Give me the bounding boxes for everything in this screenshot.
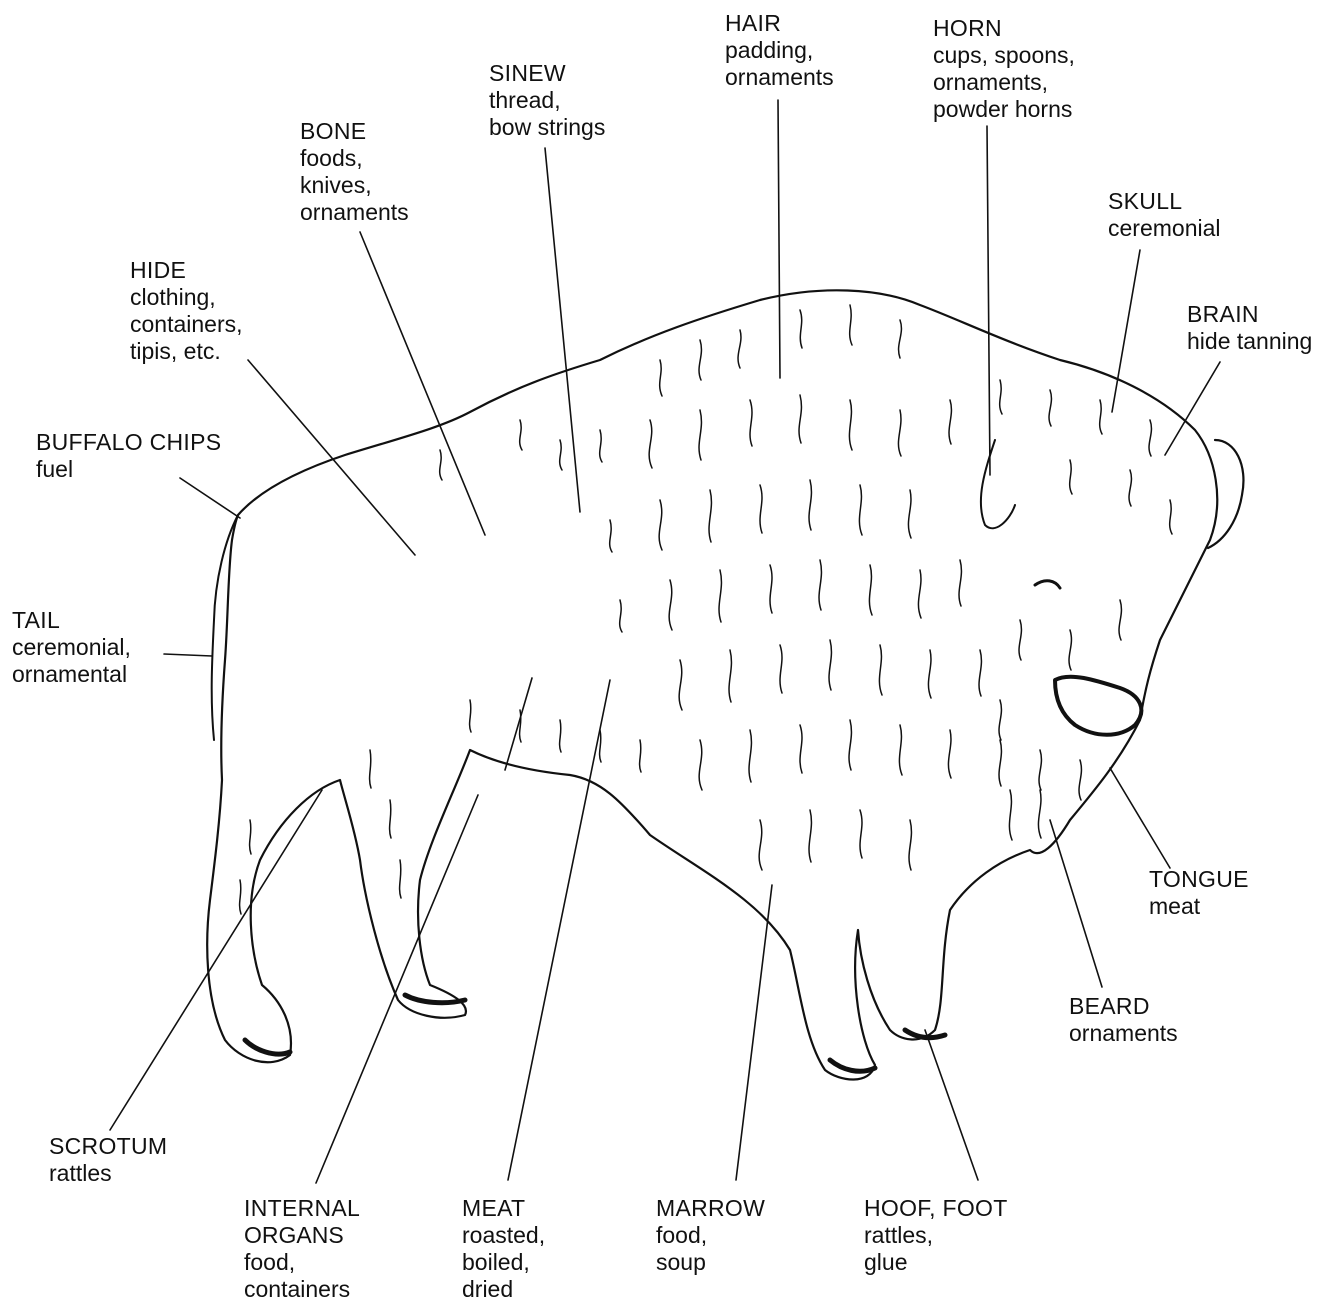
label-brain: BRAIN hide tanning xyxy=(1187,301,1312,355)
brain-use-1: hide tanning xyxy=(1187,328,1312,355)
horn-part-name: HORN xyxy=(933,15,1075,42)
sinew-part-name: SINEW xyxy=(489,60,605,87)
horn-use-2: ornaments, xyxy=(933,69,1075,96)
internal-organs-part-name: INTERNAL xyxy=(244,1195,360,1222)
label-horn: HORN cups, spoons, ornaments, powder hor… xyxy=(933,15,1075,123)
hide-use-2: containers, xyxy=(130,311,243,338)
near-horn-outline xyxy=(981,440,1015,528)
horn-use-3: powder horns xyxy=(933,96,1075,123)
tail-use-1: ceremonial, xyxy=(12,634,131,661)
hoof-foot-part-name: HOOF, FOOT xyxy=(864,1195,1008,1222)
sinew-use-1: thread, xyxy=(489,87,605,114)
meat-use-3: dried xyxy=(462,1276,545,1303)
label-bone: BONE foods, knives, ornaments xyxy=(300,118,409,226)
hide-use-3: tipis, etc. xyxy=(130,338,243,365)
internal-organs-use-1: food, xyxy=(244,1249,360,1276)
label-hide: HIDE clothing, containers, tipis, etc. xyxy=(130,257,243,365)
label-tongue: TONGUE meat xyxy=(1149,866,1249,920)
tongue-part-name: TONGUE xyxy=(1149,866,1249,893)
buffalo-chips-use-1: fuel xyxy=(36,456,221,483)
label-sinew: SINEW thread, bow strings xyxy=(489,60,605,141)
marrow-part-name: MARROW xyxy=(656,1195,765,1222)
horn-use-1: cups, spoons, xyxy=(933,42,1075,69)
muzzle xyxy=(1055,677,1141,735)
beard-use-1: ornaments xyxy=(1069,1020,1178,1047)
bone-part-name: BONE xyxy=(300,118,409,145)
bone-use-3: ornaments xyxy=(300,199,409,226)
label-marrow: MARROW food, soup xyxy=(656,1195,765,1276)
hoof-foot-use-2: glue xyxy=(864,1249,1008,1276)
meat-part-name: MEAT xyxy=(462,1195,545,1222)
internal-organs-line-2: ORGANS xyxy=(244,1222,360,1249)
label-internal-organs: INTERNAL ORGANS food, containers xyxy=(244,1195,360,1303)
skull-use-1: ceremonial xyxy=(1108,215,1221,242)
label-tail: TAIL ceremonial, ornamental xyxy=(12,607,131,688)
hide-part-name: HIDE xyxy=(130,257,243,284)
label-beard: BEARD ornaments xyxy=(1069,993,1178,1047)
label-hoof-foot: HOOF, FOOT rattles, glue xyxy=(864,1195,1008,1276)
fur-texture xyxy=(240,305,1172,914)
eye xyxy=(1035,581,1060,588)
hair-use-1: padding, xyxy=(725,37,834,64)
scrotum-part-name: SCROTUM xyxy=(49,1133,167,1160)
label-scrotum: SCROTUM rattles xyxy=(49,1133,167,1187)
tail-outline xyxy=(212,515,238,740)
bison-body-outline xyxy=(207,290,1217,1079)
internal-organs-use-2: containers xyxy=(244,1276,360,1303)
buffalo-chips-part-name: BUFFALO CHIPS xyxy=(36,429,221,456)
beard-part-name: BEARD xyxy=(1069,993,1178,1020)
marrow-use-2: soup xyxy=(656,1249,765,1276)
label-buffalo-chips: BUFFALO CHIPS fuel xyxy=(36,429,221,483)
tail-use-2: ornamental xyxy=(12,661,131,688)
meat-use-2: boiled, xyxy=(462,1249,545,1276)
leader-lines xyxy=(110,100,1220,1183)
brain-part-name: BRAIN xyxy=(1187,301,1312,328)
hoof-foot-use-1: rattles, xyxy=(864,1222,1008,1249)
tail-part-name: TAIL xyxy=(12,607,131,634)
marrow-use-1: food, xyxy=(656,1222,765,1249)
sinew-use-2: bow strings xyxy=(489,114,605,141)
hide-use-1: clothing, xyxy=(130,284,243,311)
label-hair: HAIR padding, ornaments xyxy=(725,10,834,91)
hair-part-name: HAIR xyxy=(725,10,834,37)
meat-use-1: roasted, xyxy=(462,1222,545,1249)
bone-use-2: knives, xyxy=(300,172,409,199)
bone-use-1: foods, xyxy=(300,145,409,172)
skull-part-name: SKULL xyxy=(1108,188,1221,215)
label-skull: SKULL ceremonial xyxy=(1108,188,1221,242)
tongue-use-1: meat xyxy=(1149,893,1249,920)
label-meat: MEAT roasted, boiled, dried xyxy=(462,1195,545,1303)
hair-use-2: ornaments xyxy=(725,64,834,91)
scrotum-use-1: rattles xyxy=(49,1160,167,1187)
